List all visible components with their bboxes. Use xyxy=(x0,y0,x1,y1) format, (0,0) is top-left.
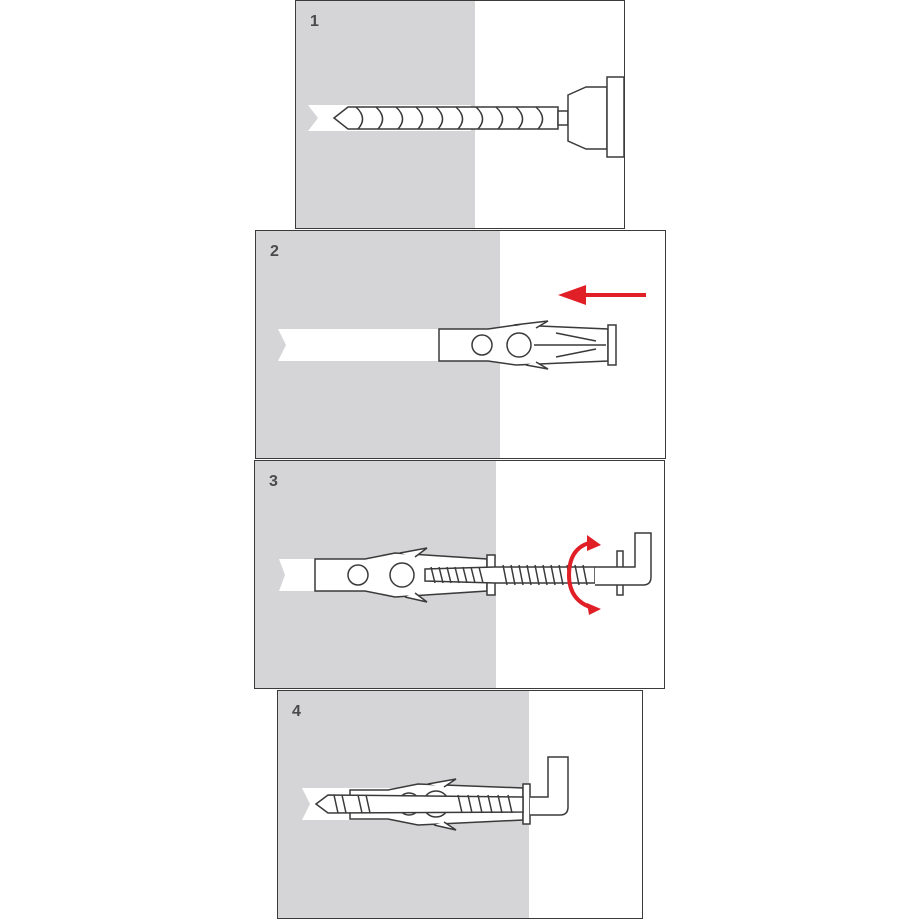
step-number: 3 xyxy=(269,473,278,490)
wall-plug-icon xyxy=(438,320,617,370)
drill-chuck xyxy=(567,76,624,158)
step-4-panel: 4 xyxy=(277,690,643,919)
step-1-panel: 1 xyxy=(295,0,625,229)
step-3-illustration xyxy=(279,532,652,615)
step-number: 1 xyxy=(310,13,319,30)
step-4-illustration xyxy=(302,756,569,831)
step-number: 2 xyxy=(270,243,279,260)
step-1-illustration xyxy=(308,76,624,158)
wall-plug-icon xyxy=(314,547,496,603)
step-2-panel: 2 xyxy=(255,230,666,459)
push-arrow-icon xyxy=(558,285,646,305)
hook-screw-icon xyxy=(314,756,569,816)
step-number: 4 xyxy=(292,703,301,720)
step-2-illustration xyxy=(278,285,646,370)
rotate-arrow-icon xyxy=(566,535,601,615)
drill-bit-icon xyxy=(332,106,569,130)
hook-screw-icon xyxy=(424,532,652,596)
step-3-panel: 3 xyxy=(254,460,665,689)
